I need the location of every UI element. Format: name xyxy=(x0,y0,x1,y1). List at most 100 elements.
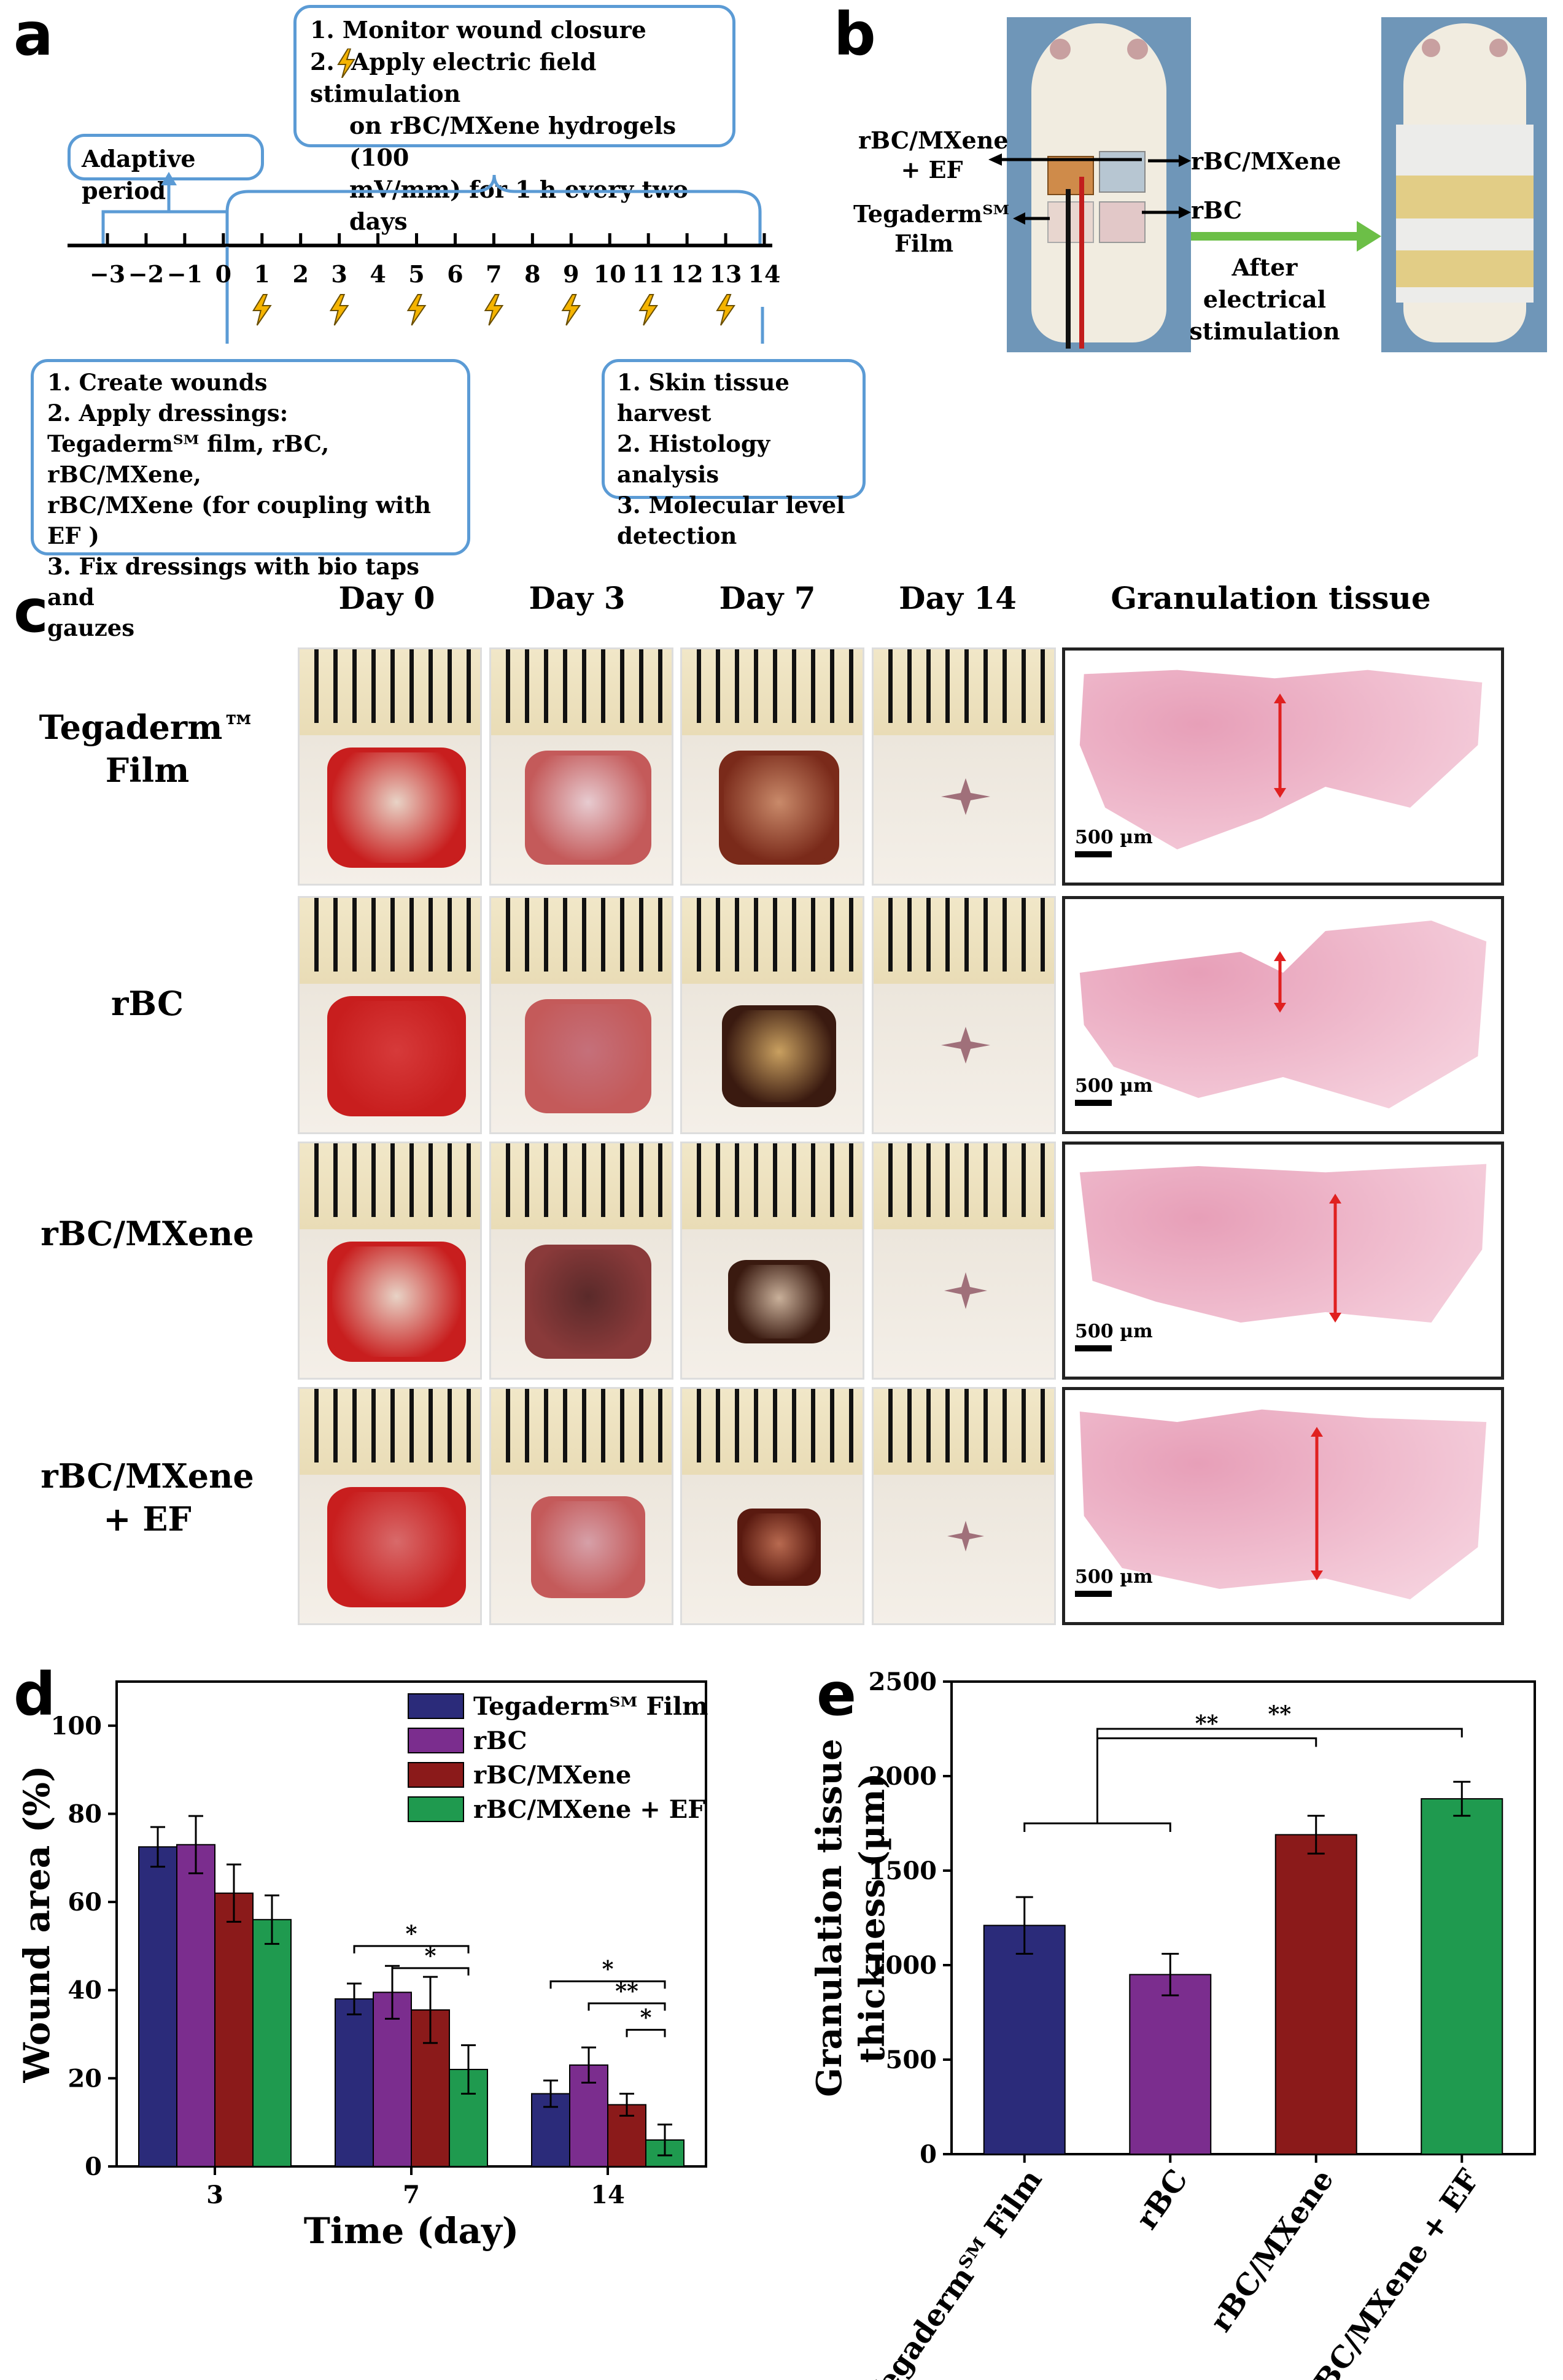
bar-rbcmxeneef xyxy=(1421,1798,1503,2155)
monitor-box: 1. Monitor wound closure 2. :Apply elect… xyxy=(293,5,735,235)
timeline-tick-5: 2 xyxy=(292,260,309,288)
wound-photo-row3-col4 xyxy=(872,1142,1056,1380)
column-granulation-tissue: Granulation tissue xyxy=(1111,580,1431,616)
timeline-axis xyxy=(68,172,772,344)
timeline-tick-13: 10 xyxy=(593,260,626,288)
row-label-rbc: rBC xyxy=(111,984,184,1023)
harvest-line-4: detection xyxy=(617,522,737,549)
timeline-tick-9: 6 xyxy=(447,260,463,288)
thickness-arrow xyxy=(1311,1427,1323,1580)
y-tick-label: 100 xyxy=(51,1712,103,1741)
create-line-3: Tegadermᵀᴹ film, rBC, rBC/MXene, xyxy=(47,430,330,488)
lightning-icon xyxy=(561,294,581,326)
wound-photo-row2-col3 xyxy=(680,896,864,1134)
wound-photo-row3-col3 xyxy=(680,1142,864,1380)
timeline-tick-16: 13 xyxy=(709,260,742,288)
y-tick-label: 0 xyxy=(920,2140,937,2169)
timeline-tick-0: −3 xyxy=(89,260,126,288)
significance-label: ** xyxy=(1195,1710,1219,1736)
wound-photo-row4-col4 xyxy=(872,1387,1056,1625)
bar-rbcmxene xyxy=(1274,1834,1357,2155)
wound-photo-row1-col4 xyxy=(872,647,1056,886)
panel-label-b: b xyxy=(834,0,876,69)
y-tick-label: 1000 xyxy=(869,1951,937,1980)
histology-image-row2: 500 µm xyxy=(1062,896,1504,1134)
harvest-box: 1. Skin tissue harvest 2. Histology anal… xyxy=(602,359,866,549)
wound-photo-row4-col2 xyxy=(489,1387,673,1625)
significance-label: * xyxy=(640,2004,652,2030)
significance-bracket xyxy=(626,2028,666,2038)
create-line-6: gauzes xyxy=(47,614,135,641)
timeline-tick-15: 12 xyxy=(670,260,704,288)
lightning-icon xyxy=(406,294,427,326)
wound-photo-row1-col1 xyxy=(298,647,482,886)
significance-label: * xyxy=(602,1956,614,1982)
y-tick-label: 20 xyxy=(68,2064,102,2093)
svg-text:thickness (µm): thickness (µm) xyxy=(852,1773,893,2063)
x-tick-label: 7 xyxy=(403,2181,420,2209)
legend-label: rBC/MXene xyxy=(473,1761,631,1790)
bar-tegadermfilm-day7 xyxy=(335,1998,374,2167)
panel-b-arrows xyxy=(988,153,1381,252)
y-axis-label: Wound area (%) xyxy=(16,1766,58,2084)
significance-bracket xyxy=(391,1967,470,1976)
harvest-line-2: 2. Histology analysis xyxy=(617,430,770,488)
significance-bracket xyxy=(549,1980,666,1989)
panel-label-c: c xyxy=(14,577,48,646)
timeline-tick-3: 0 xyxy=(215,260,232,288)
x-tick-label: rBC/MXene xyxy=(1204,2163,1341,2338)
scale-bar-label: 500 µm xyxy=(1075,1566,1153,1597)
y-tick-label: 0 xyxy=(85,2152,102,2181)
row-label-rbc-mxene-ef: rBC/MXene + EF xyxy=(41,1456,254,1539)
row-label-tegaderm: Tegaderm™ Film xyxy=(39,708,256,790)
thickness-arrow xyxy=(1329,1194,1341,1323)
x-tick-label: 14 xyxy=(591,2181,625,2209)
legend-label: rBC xyxy=(473,1726,527,1755)
monitor-line-2: 2. :Apply electric field stimulation xyxy=(310,48,597,107)
timeline-tick-8: 5 xyxy=(408,260,425,288)
panel-label-d: d xyxy=(14,1660,56,1729)
timeline-tick-7: 4 xyxy=(370,260,386,288)
significance-label: * xyxy=(406,1921,417,1947)
timeline-tick-2: −1 xyxy=(166,260,203,288)
monitor-line-1: 1. Monitor wound closure xyxy=(310,16,646,44)
significance-bracket xyxy=(1096,1728,1463,1823)
wound-photo-row1-col3 xyxy=(680,647,864,886)
x-axis-label: Time (day) xyxy=(304,2210,519,2252)
wound-photo-row2-col4 xyxy=(872,896,1056,1134)
thickness-arrow xyxy=(1274,951,1286,1013)
histology-image-row4: 500 µm xyxy=(1062,1387,1504,1625)
y-tick-label: 40 xyxy=(68,1976,102,2005)
create-wounds-box: 1. Create wounds 2. Apply dressings: Teg… xyxy=(31,359,470,641)
lightning-icon xyxy=(638,294,659,326)
column-day-7: Day 7 xyxy=(719,580,816,616)
legend-swatch xyxy=(408,1728,464,1753)
significance-label: ** xyxy=(615,1978,638,2004)
timeline-tick-6: 3 xyxy=(331,260,347,288)
bar-rbcmxeneef-day3 xyxy=(252,1918,292,2167)
wound-photo-row3-col2 xyxy=(489,1142,673,1380)
create-line-1: 1. Create wounds xyxy=(47,369,268,396)
bar-rbc xyxy=(1129,1974,1212,2155)
chart-e-frame xyxy=(950,1680,1536,2155)
create-line-5: 3. Fix dressings with bio taps and xyxy=(47,553,419,611)
harvest-line-1: 1. Skin tissue harvest xyxy=(617,369,789,427)
x-tick-label: 3 xyxy=(206,2181,223,2209)
y-tick-label: 2500 xyxy=(869,1667,937,1696)
column-day-3: Day 3 xyxy=(529,580,626,616)
x-tick-label: Tegadermᵀᴹ Film xyxy=(859,2163,1049,2380)
panel-label-e: e xyxy=(816,1660,857,1729)
y-tick-label: 500 xyxy=(886,2046,937,2074)
legend-label: Tegadermᵀᴹ Film xyxy=(473,1692,708,1721)
lightning-icon xyxy=(252,294,272,326)
after-stimulation-label: After electrical stimulation xyxy=(1189,253,1340,345)
panel-label-a: a xyxy=(14,0,53,69)
legend-label: rBC/MXene + EF xyxy=(473,1795,705,1824)
rat-photo-after xyxy=(1381,17,1547,352)
timeline-tick-17: 14 xyxy=(748,260,781,288)
y-tick-label: 1500 xyxy=(869,1856,937,1885)
bar-tegadermfilm-day3 xyxy=(138,1846,177,2167)
